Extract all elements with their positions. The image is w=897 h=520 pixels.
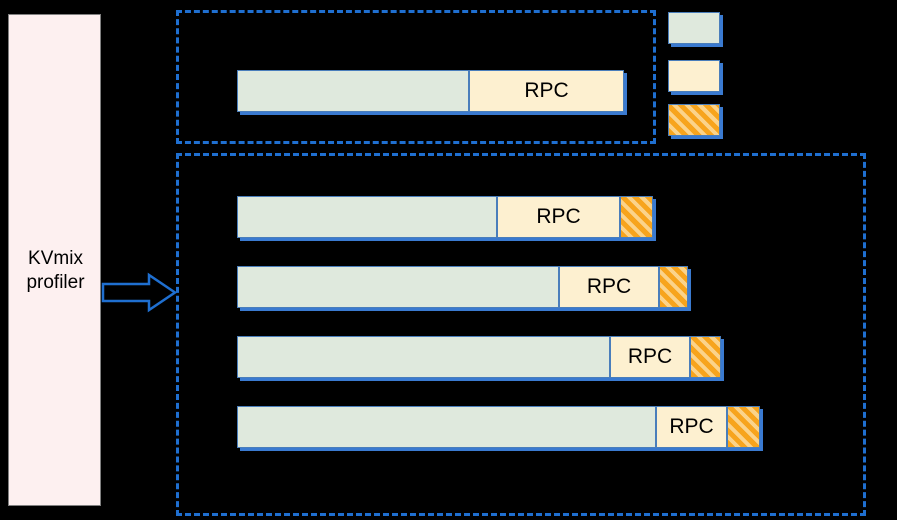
bar-segment-compute (237, 196, 497, 238)
bar-segment-compute (237, 336, 610, 378)
legend-swatch-extra (668, 104, 720, 136)
table-row: RPC (237, 266, 697, 308)
legend-swatch-compute (668, 12, 720, 44)
feeds-into-arrow (101, 272, 179, 314)
bar-segment-rpc: RPC (469, 70, 624, 112)
table-row: RPC (237, 196, 657, 238)
kvmix-profiler-label: KVmix profiler (26, 248, 85, 293)
table-row: RPC (237, 406, 777, 448)
bar-segment-compute (237, 406, 656, 448)
bar-segment-extra (690, 336, 721, 378)
bar-segment-extra (727, 406, 760, 448)
bar-segment-rpc: RPC (610, 336, 690, 378)
table-row: RPC (237, 70, 627, 112)
bar-segment-compute (237, 266, 559, 308)
legend (668, 10, 728, 140)
bar-segment-rpc: RPC (656, 406, 727, 448)
baseline-panel: RPC (176, 10, 656, 144)
kvmix-profiler-box: KVmix profiler (8, 14, 101, 506)
bar-segment-extra (620, 196, 653, 238)
kvmix-panel: RPC RPC RPC RPC (176, 153, 866, 516)
bar-segment-compute (237, 70, 469, 112)
table-row: RPC (237, 336, 737, 378)
bar-segment-extra (659, 266, 688, 308)
bar-segment-rpc: RPC (497, 196, 620, 238)
bar-segment-rpc: RPC (559, 266, 659, 308)
legend-swatch-rpc (668, 60, 720, 92)
